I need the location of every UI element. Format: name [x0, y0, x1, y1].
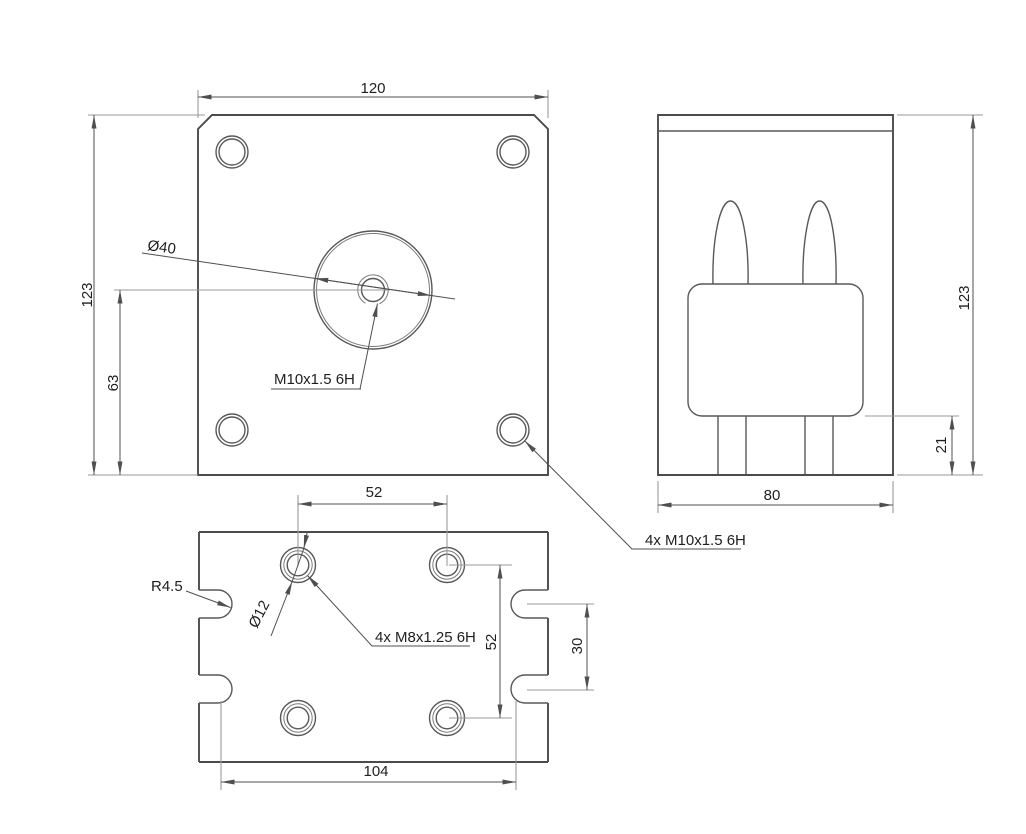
- corner-hole: [496, 413, 530, 447]
- dim-text-step: 21: [933, 437, 950, 454]
- counterbore-circle: [279, 699, 317, 737]
- counterbore-label: Ø12: [245, 598, 273, 631]
- corner-thread-leader: [524, 440, 741, 550]
- side-outline: [657, 114, 894, 476]
- dim-text-width: 120: [360, 80, 385, 97]
- thread-leader: [307, 575, 470, 647]
- notch-radius-label: R4.5: [151, 578, 183, 595]
- bore-leader-arrow-right: [372, 286, 432, 297]
- edge-notch-left-top: [199, 589, 233, 619]
- dim-text-notch-span: 104: [363, 763, 388, 780]
- corner-hole-minor-circle: [218, 416, 246, 444]
- front-view: 120 123 63 Ø40 M10x1.5 6H 4x M10x1.5 6H: [79, 80, 746, 550]
- center-thread-label: M10x1.5 6H: [274, 371, 355, 388]
- thread-circle: [283, 703, 313, 733]
- dim-text-notch-pitch: 30: [569, 638, 586, 655]
- counterbore-leader-arrow-low: [270, 581, 293, 637]
- counterbore-leader-line: [291, 548, 305, 582]
- corner-hole-minor-circle: [218, 138, 246, 166]
- thread-label: 4x M8x1.25 6H: [375, 629, 476, 646]
- bottom-view: 52 52 30 104 R4.5 Ø12 4x M8x1.25 6H: [151, 484, 594, 790]
- dim-text-pitch-x: 52: [366, 484, 383, 501]
- center-thread-leader: [359, 303, 378, 390]
- minor-circle: [286, 706, 310, 730]
- counterbore-leader-arrow-high: [303, 532, 309, 549]
- corner-thread-label: 4x M10x1.5 6H: [645, 532, 746, 549]
- edge-notch-right-top: [510, 589, 548, 619]
- dim-text-height: 123: [956, 285, 973, 310]
- dim-text-offset: 63: [105, 375, 122, 392]
- dim-text-height: 123: [79, 282, 96, 307]
- front-plate-outline: [197, 114, 549, 476]
- counterbore-hole: [279, 699, 317, 737]
- side-stud-dome-left: [712, 200, 749, 285]
- corner-hole-thread-circle: [496, 413, 530, 447]
- corner-hole-minor-circle: [499, 138, 527, 166]
- corner-hole-minor-circle: [499, 416, 527, 444]
- edge-notch-right-bottom: [510, 674, 548, 704]
- dim-text-pitch-y: 52: [483, 634, 500, 651]
- corner-hole: [215, 135, 249, 169]
- corner-hole-thread-circle: [215, 413, 249, 447]
- side-view: 123 21 80: [657, 114, 983, 513]
- corner-hole: [215, 413, 249, 447]
- center-hole-thread-arc: [357, 274, 389, 305]
- bore-leader-arrow-left: [314, 277, 374, 288]
- bore-label: Ø40: [146, 237, 176, 258]
- corner-hole-thread-circle: [215, 135, 249, 169]
- corner-hole: [496, 135, 530, 169]
- dim-text-width: 80: [764, 487, 781, 504]
- notch-radius-leader: [185, 590, 231, 608]
- side-body-rounded: [687, 283, 864, 417]
- side-stud-dome-right: [802, 200, 837, 285]
- edge-notch-left-bottom: [199, 674, 233, 704]
- corner-hole-thread-circle: [496, 135, 530, 169]
